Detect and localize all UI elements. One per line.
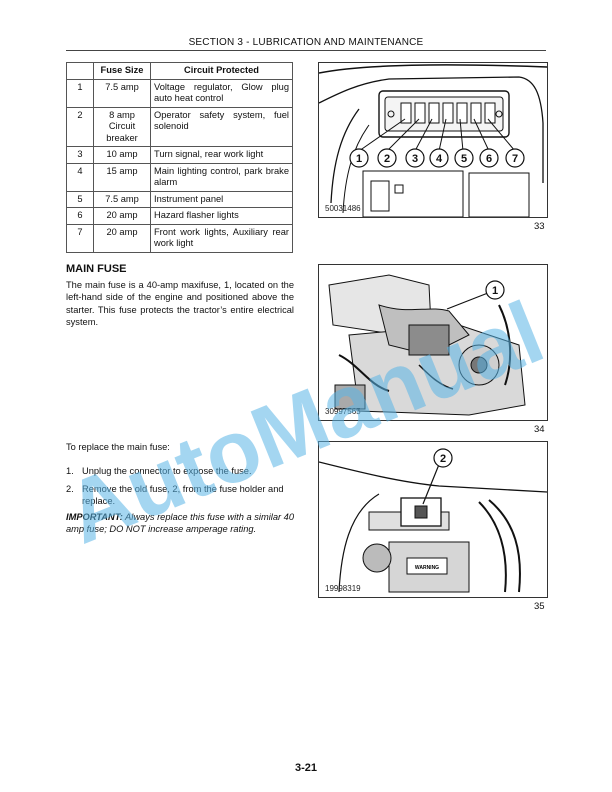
row-circuit: Operator safety system, fuel solenoid bbox=[150, 106, 293, 147]
svg-text:1: 1 bbox=[492, 285, 498, 297]
row-fuse-size: 7.5 amp bbox=[93, 78, 151, 108]
row-number: 4 bbox=[66, 162, 94, 192]
engine-illustration: 1 30997565 bbox=[318, 264, 548, 421]
engine-drawing: 1 bbox=[319, 265, 547, 420]
replace-intro: To replace the main fuse: bbox=[66, 442, 170, 452]
row-circuit: Front work lights, Auxiliary rear work l… bbox=[150, 223, 293, 253]
section-heading: MAIN FUSE bbox=[66, 263, 127, 275]
row-number: 2 bbox=[66, 106, 94, 147]
table-row: 4 15 amp Main lighting control, park bra… bbox=[66, 162, 293, 192]
fuse-table: Fuse Size Circuit Protected 1 7.5 amp Vo… bbox=[66, 62, 293, 253]
warning-label: WARNING bbox=[415, 565, 439, 571]
table-row: 7 20 amp Front work lights, Auxiliary re… bbox=[66, 223, 293, 253]
section-header: SECTION 3 - LUBRICATION AND MAINTENANCE bbox=[188, 37, 424, 48]
row-fuse-size: 10 amp bbox=[93, 146, 151, 164]
important-note: IMPORTANT: Always replace this fuse with… bbox=[66, 511, 294, 536]
table-row: 5 7.5 amp Instrument panel bbox=[66, 190, 293, 208]
important-label: IMPORTANT: bbox=[66, 512, 123, 522]
svg-text:6: 6 bbox=[486, 153, 492, 165]
header-rule bbox=[66, 50, 546, 51]
step-2: 2. Remove the old fuse, 2, from the fuse… bbox=[66, 483, 294, 509]
table-row: 6 20 amp Hazard flasher lights bbox=[66, 207, 293, 225]
row-fuse-size: 20 amp bbox=[93, 207, 151, 225]
step-number: 1. bbox=[66, 466, 74, 476]
row-circuit: Voltage regulator, Glow plug auto heat c… bbox=[150, 78, 293, 108]
row-number: 1 bbox=[66, 78, 94, 108]
row-fuse-size: 15 amp bbox=[93, 162, 151, 192]
svg-text:2: 2 bbox=[440, 453, 446, 465]
row-circuit: Main lighting control, park brake alarm bbox=[150, 162, 293, 192]
fuse-box-illustration: 1 2 3 4 5 6 7 50031486 bbox=[318, 62, 548, 218]
fuse-box-drawing: 1 2 3 4 5 6 7 bbox=[319, 64, 547, 217]
figure-code: 19998319 bbox=[325, 584, 361, 593]
svg-text:5: 5 bbox=[461, 153, 467, 165]
step-text: Remove the old fuse, 2, from the fuse ho… bbox=[82, 484, 284, 507]
column-header-circuit: Circuit Protected bbox=[150, 62, 293, 80]
figure-code: 30997565 bbox=[325, 407, 361, 416]
step-text: Unplug the connector to expose the fuse. bbox=[82, 466, 252, 476]
fuse-holder-illustration: WARNING 2 19998319 bbox=[318, 441, 548, 598]
figure-number: 33 bbox=[534, 221, 545, 232]
figure-number: 34 bbox=[534, 424, 545, 435]
figure-code: 50031486 bbox=[325, 204, 361, 213]
row-circuit: Hazard flasher lights bbox=[150, 207, 293, 225]
svg-text:3: 3 bbox=[412, 153, 418, 165]
table-row: 1 7.5 amp Voltage regulator, Glow plug a… bbox=[66, 78, 293, 108]
column-header-fuse-size: Fuse Size bbox=[93, 62, 151, 80]
row-number: 3 bbox=[66, 146, 94, 164]
row-fuse-size: 8 amp Circuit breaker bbox=[93, 106, 151, 147]
step-number: 2. bbox=[66, 484, 74, 494]
step-1: 1. Unplug the connector to expose the fu… bbox=[66, 465, 294, 479]
svg-text:2: 2 bbox=[384, 153, 390, 165]
svg-text:4: 4 bbox=[436, 153, 443, 165]
figure-number: 35 bbox=[534, 601, 545, 612]
table-row: 3 10 amp Turn signal, rear work light bbox=[66, 146, 293, 164]
row-circuit: Instrument panel bbox=[150, 190, 293, 208]
page-number: 3-21 bbox=[294, 762, 318, 774]
row-number: 7 bbox=[66, 223, 94, 253]
fuse-table-header-row: Fuse Size Circuit Protected bbox=[66, 62, 293, 80]
row-circuit: Turn signal, rear work light bbox=[150, 146, 293, 164]
important-text: Always replace this fuse with a similar … bbox=[66, 512, 295, 535]
column-header-number bbox=[66, 62, 94, 80]
row-number: 5 bbox=[66, 190, 94, 208]
row-fuse-size: 7.5 amp bbox=[93, 190, 151, 208]
svg-text:7: 7 bbox=[512, 153, 518, 165]
row-fuse-size: 20 amp bbox=[93, 223, 151, 253]
table-row: 2 8 amp Circuit breaker Operator safety … bbox=[66, 106, 293, 147]
svg-text:1: 1 bbox=[356, 153, 362, 165]
main-fuse-paragraph: The main fuse is a 40-amp maxifuse, 1, l… bbox=[66, 280, 294, 327]
callout-group: 1 2 3 4 5 6 7 bbox=[349, 148, 525, 168]
fuse-holder-drawing: WARNING 2 bbox=[319, 448, 547, 593]
row-number: 6 bbox=[66, 207, 94, 225]
